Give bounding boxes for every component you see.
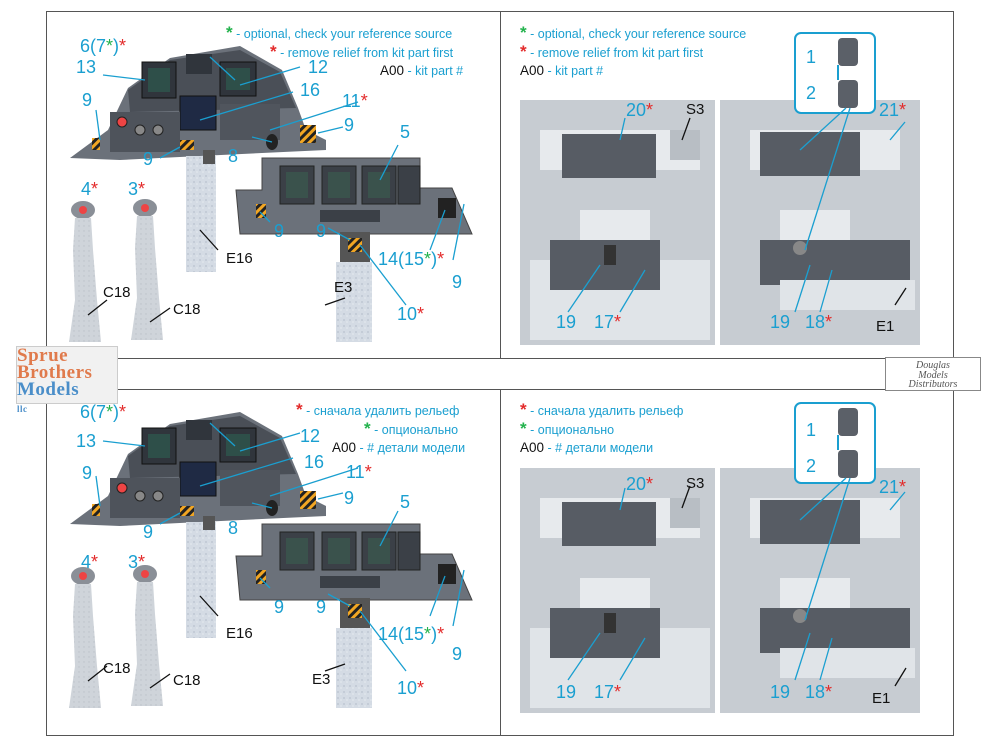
kit-part-C18b-ru: C18 — [173, 672, 201, 689]
douglas-models-logo: Douglas Models Distributors — [885, 357, 981, 391]
callout-9d: 9 — [274, 221, 285, 241]
kit-part-C18b: C18 — [173, 301, 201, 318]
legend-optional-text: - опционально — [374, 423, 459, 437]
legend-russian-right: * - сначала удалить рельеф * - опциональ… — [520, 401, 683, 457]
callout-21-ru: 21* — [879, 477, 907, 497]
legend-kit-text: - # детали модели — [547, 441, 654, 455]
callout-2: 2 — [806, 83, 817, 103]
optional-star-icon: * — [520, 419, 527, 438]
callout-17: 17* — [594, 312, 622, 332]
callout-20-ru: 20* — [626, 474, 654, 494]
kit-part-S3-ru: S3 — [686, 475, 705, 492]
callout-4: 4* — [81, 179, 99, 199]
callout-9a-ru: 9 — [82, 463, 93, 483]
kit-part-E3-ru: E3 — [312, 671, 331, 688]
callout-9f-ru: 9 — [452, 644, 463, 664]
callout-14: 14(15*)* — [378, 249, 445, 269]
callout-19b: 19 — [770, 312, 791, 332]
callout-16: 16 — [300, 80, 321, 100]
callout-13: 13 — [76, 57, 97, 77]
callout-5: 5 — [400, 122, 411, 142]
divider-vertical-top — [500, 11, 501, 358]
legend-kit-text: - kit part # — [407, 64, 464, 78]
kit-part-E16-ru: E16 — [226, 625, 253, 642]
kit-part-C18a-ru: C18 — [103, 660, 131, 677]
kit-part-S3: S3 — [686, 101, 705, 118]
optional-star-icon: * — [364, 419, 371, 438]
callout-9c: 9 — [143, 149, 154, 169]
kit-part-C18a: C18 — [103, 284, 131, 301]
remove-relief-star-icon: * — [520, 400, 527, 419]
callout-16-ru: 16 — [304, 452, 325, 472]
callout-9b: 9 — [344, 115, 355, 135]
callout-19a: 19 — [556, 312, 577, 332]
callout-12: 12 — [308, 57, 329, 77]
callout-6-ru: 6(7*)* — [80, 402, 127, 422]
legend-kit-text: - # детали модели — [359, 441, 466, 455]
callout-12-ru: 12 — [300, 426, 321, 446]
callout-19b-ru: 19 — [770, 682, 791, 702]
callout-19a-ru: 19 — [556, 682, 577, 702]
legend-russian-left: * - сначала удалить рельеф * - опциональ… — [296, 401, 465, 457]
callout-3-ru: 3* — [128, 552, 146, 572]
callout-10-ru: 10* — [397, 678, 425, 698]
callout-1-ru: 1 — [806, 420, 817, 440]
callout-21: 21* — [879, 100, 907, 120]
callout-9c-ru: 9 — [143, 522, 154, 542]
callout-9b-ru: 9 — [344, 488, 355, 508]
kit-part-E1: E1 — [876, 318, 895, 335]
callout-8-ru: 8 — [228, 518, 239, 538]
kit-part-E16: E16 — [226, 250, 253, 267]
callout-14-ru: 14(15*)* — [378, 624, 445, 644]
callout-3: 3* — [128, 179, 146, 199]
legend-optional-text: - опционально — [530, 423, 615, 437]
callout-6: 6(7*)* — [80, 36, 127, 56]
legend-kit-code: A00 — [332, 440, 357, 455]
callout-9e-ru: 9 — [316, 597, 327, 617]
divider-top — [46, 358, 954, 359]
kit-part-E1-ru: E1 — [872, 690, 891, 707]
optional-star-icon: * — [226, 23, 233, 42]
callout-4-ru: 4* — [81, 552, 99, 572]
legend-remove-text: - remove relief from kit part first — [280, 46, 454, 60]
remove-relief-star-icon: * — [296, 400, 303, 419]
legend-english-left: * - optional, check your reference sourc… — [226, 24, 463, 80]
callout-11: 11* — [342, 91, 368, 111]
callout-9a: 9 — [82, 90, 93, 110]
callout-18-ru: 18* — [805, 682, 833, 702]
callout-18: 18* — [805, 312, 833, 332]
remove-relief-star-icon: * — [270, 42, 277, 61]
legend-kit-code: A00 — [520, 440, 545, 455]
legend-kit-code: A00 — [380, 63, 405, 78]
callout-1: 1 — [806, 47, 817, 67]
kit-part-E3: E3 — [334, 279, 353, 296]
callout-11-ru: 11* — [346, 462, 372, 482]
callout-20: 20* — [626, 100, 654, 120]
callout-8: 8 — [228, 146, 239, 166]
callout-2-ru: 2 — [806, 456, 817, 476]
callout-5-ru: 5 — [400, 492, 411, 512]
callout-9f: 9 — [452, 272, 463, 292]
callout-9d-ru: 9 — [274, 597, 285, 617]
legend-kit-text: - kit part # — [547, 64, 604, 78]
legend-kit-code: A00 — [520, 63, 545, 78]
legend-optional-text: - optional, check your reference source — [530, 27, 747, 41]
divider-vertical-bottom — [500, 389, 501, 736]
callout-17-ru: 17* — [594, 682, 622, 702]
legend-remove-text: - сначала удалить рельеф — [530, 404, 684, 418]
legend-remove-text: - remove relief from kit part first — [530, 46, 704, 60]
legend-remove-text: - сначала удалить рельеф — [306, 404, 460, 418]
legend-optional-text: - optional, check your reference source — [236, 27, 453, 41]
legend-english-right: * - optional, check your reference sourc… — [520, 24, 746, 80]
remove-relief-star-icon: * — [520, 42, 527, 61]
optional-star-icon: * — [520, 23, 527, 42]
callout-10: 10* — [397, 304, 425, 324]
callout-13-ru: 13 — [76, 431, 97, 451]
callout-9e: 9 — [316, 221, 327, 241]
